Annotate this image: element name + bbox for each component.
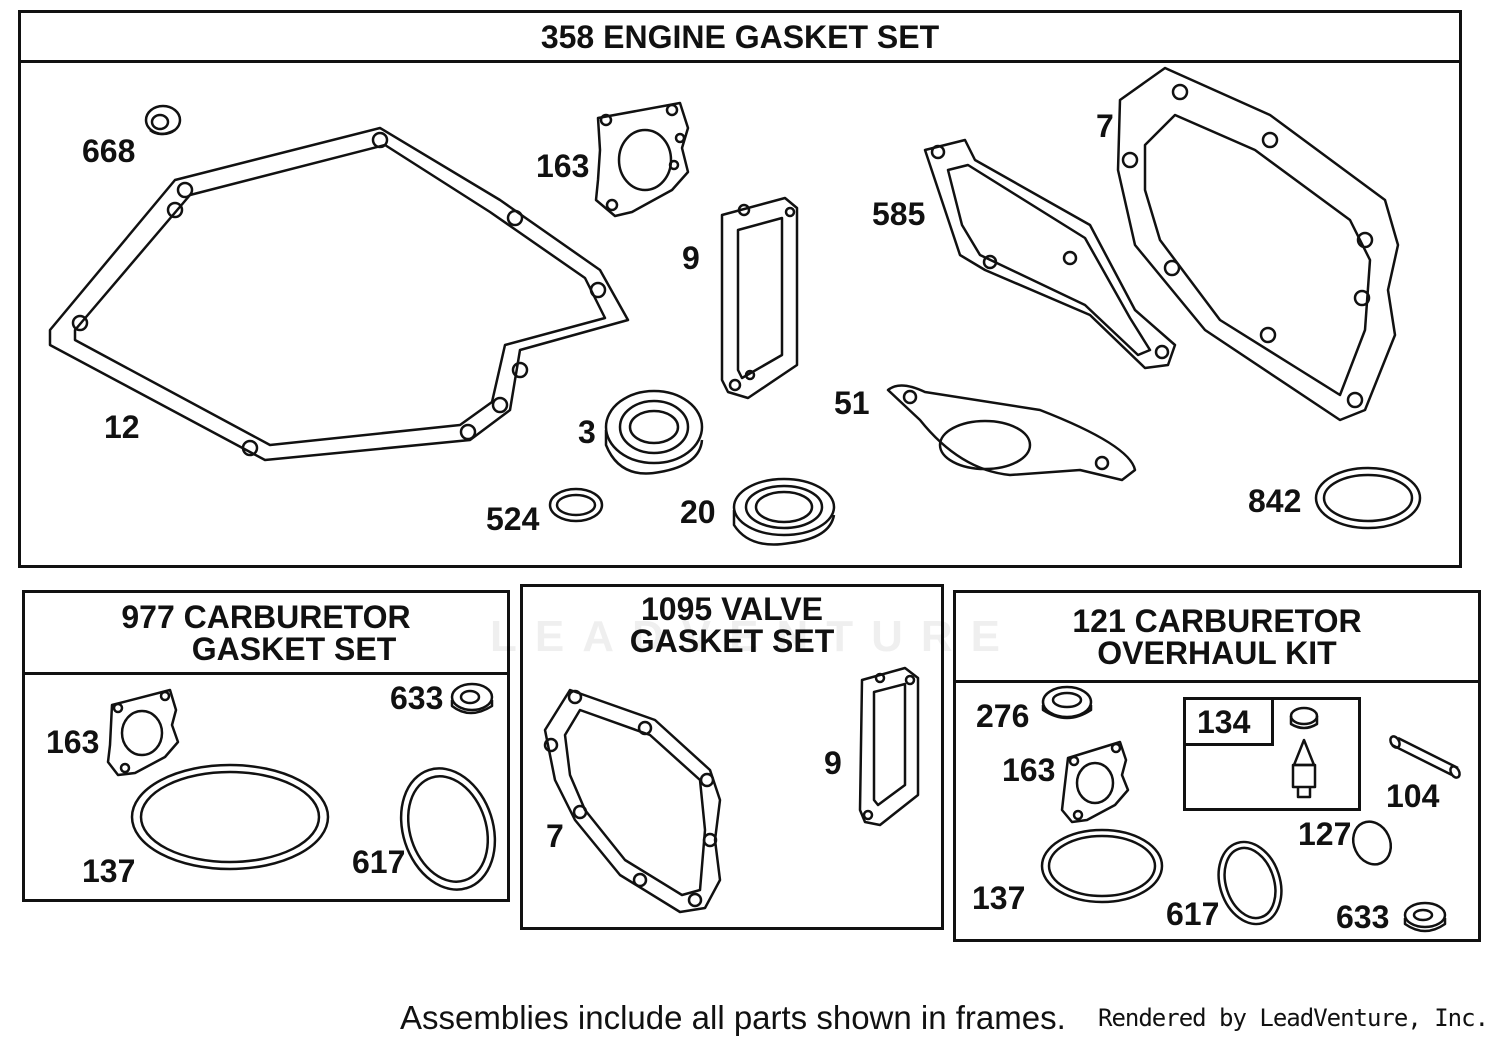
engine-gasket-set-title: 358 ENGINE GASKET SET	[21, 13, 1459, 63]
label-20: 20	[680, 494, 716, 530]
kit-label-104: 104	[1386, 778, 1440, 814]
kit-label-134: 134	[1197, 704, 1251, 740]
kit-label-276: 276	[976, 698, 1030, 734]
leadventure-watermark: LEADVENTURE	[490, 612, 1019, 661]
carb-set-washer-633-part	[452, 684, 492, 713]
valve-cover-gasket-9-part	[722, 198, 797, 398]
valve-gasket-set-title: 1095 VALVE GASKET SET	[629, 591, 835, 659]
assemblies-footer-note: Assemblies include all parts shown in fr…	[400, 999, 1066, 1036]
exhaust-gasket-51-part	[888, 385, 1135, 480]
label-163: 163	[536, 148, 590, 184]
kit-washer-276-part	[1043, 687, 1091, 718]
valve-label-7: 7	[546, 818, 564, 854]
label-842: 842	[1248, 483, 1302, 519]
kit-needle-valve-134-part	[1291, 708, 1317, 797]
engine-gasket-set-frame: 358 ENGINE GASKET SET	[18, 10, 1462, 568]
carb-label-633: 633	[390, 680, 444, 716]
needle-valve-subframe-header	[1186, 700, 1274, 746]
kit-gasket-163-part	[1062, 742, 1128, 822]
rendered-by-credit: Rendered by LeadVenture, Inc.	[1098, 1004, 1489, 1032]
carburetor-gasket-set-frame: 977 CARBURETOR GASKET SET	[22, 590, 510, 902]
crankcase-gasket-12-part	[50, 128, 628, 460]
kit-label-127: 127	[1298, 816, 1352, 852]
valve-gasket-set-frame: 1095 VALVE GASKET SET	[520, 584, 944, 930]
o-ring-842-part	[1316, 468, 1420, 528]
label-585: 585	[872, 196, 926, 232]
valve-set-cover-gasket-9-part	[860, 668, 918, 825]
o-ring-524-part	[550, 489, 602, 521]
kit-washer-633-part	[1405, 903, 1445, 931]
carb-set-ring-617-part	[386, 756, 510, 902]
kit-label-633: 633	[1336, 899, 1390, 935]
carb-set-gasket-163-part	[108, 690, 178, 775]
valve-label-9: 9	[824, 745, 842, 781]
washer-668-part	[146, 106, 180, 134]
label-3: 3	[578, 414, 596, 450]
kit-label-617: 617	[1166, 896, 1220, 932]
kit-ring-137-part	[1042, 830, 1162, 902]
label-51: 51	[834, 385, 870, 421]
carb-label-617: 617	[352, 844, 406, 880]
kit-ring-617-part	[1208, 834, 1291, 932]
valve-set-head-gasket-7-part	[545, 690, 720, 912]
oil-seal-20-part	[734, 479, 834, 545]
label-524: 524	[486, 501, 540, 537]
carburetor-overhaul-kit-frame: 121 CARBURETOR OVERHAUL KIT	[953, 590, 1481, 942]
carb-gasket-163-part	[596, 103, 688, 216]
oil-seal-3-part	[606, 391, 702, 473]
carb-label-137: 137	[82, 853, 136, 889]
carburetor-overhaul-kit-title: 121 CARBURETOR OVERHAUL KIT	[956, 593, 1478, 683]
kit-label-163: 163	[1002, 752, 1056, 788]
head-gasket-7-part	[1118, 68, 1398, 420]
needle-valve-subframe-134	[1183, 697, 1361, 811]
label-7: 7	[1096, 108, 1114, 144]
label-668: 668	[82, 133, 136, 169]
kit-pin-104-part	[1389, 735, 1462, 779]
kit-plug-127-part	[1346, 815, 1397, 870]
carburetor-gasket-set-title: 977 CARBURETOR GASKET SET	[25, 593, 507, 675]
carb-set-ring-137-part	[132, 765, 328, 869]
label-9: 9	[682, 240, 700, 276]
label-12: 12	[104, 409, 140, 445]
kit-label-137: 137	[972, 880, 1026, 916]
intake-gasket-585-part	[925, 140, 1175, 368]
carb-label-163: 163	[46, 724, 100, 760]
